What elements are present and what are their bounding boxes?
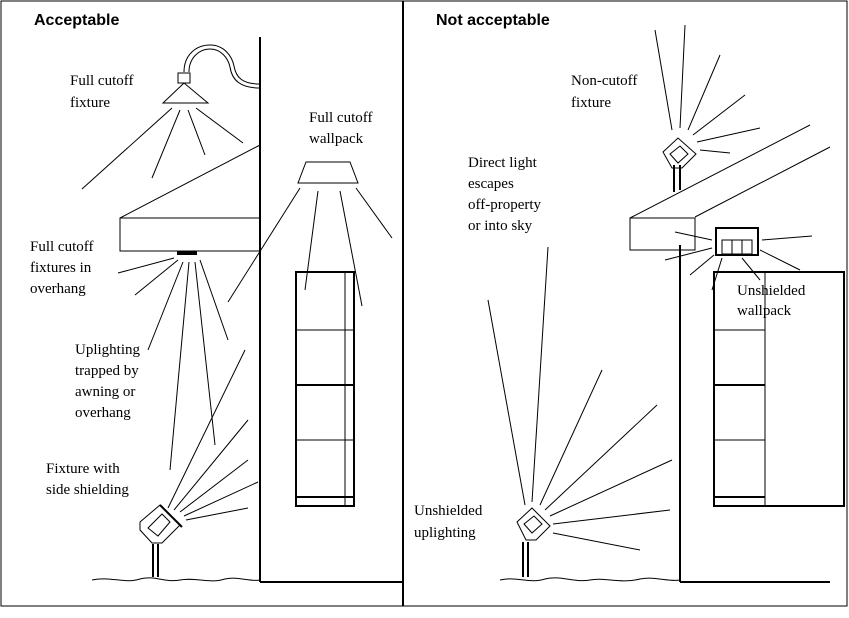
unshielded-wallpack-rays: [664, 231, 813, 291]
full-cutoff-fixture-cap: [177, 72, 191, 84]
left-panel: Acceptable: [30, 12, 403, 583]
left-ground: [91, 577, 261, 582]
full-cutoff-wallpack: [297, 161, 359, 184]
unshielded-wallpack: [715, 227, 759, 256]
side-shielded-fixture: [139, 504, 183, 577]
label-unshielded-uplighting: Unshielded uplighting: [414, 503, 486, 541]
left-building-window: [295, 271, 355, 507]
full-cutoff-fixture-shade: [161, 82, 210, 104]
overhang-fixture-rays: [117, 257, 229, 471]
label-side-shielding: Fixture with side shielding: [46, 461, 129, 498]
right-ground: [499, 577, 681, 582]
label-full-cutoff-fixture: Full cutoff fixture: [70, 73, 137, 111]
overhang-fixture: [177, 251, 197, 255]
gooseneck-arm-inner: [188, 48, 261, 89]
right-roof-bottom: [694, 146, 831, 218]
left-panel-title: Acceptable: [34, 12, 119, 29]
non-cutoff-fixture: [662, 137, 697, 192]
right-panel: Not acceptable: [414, 12, 845, 583]
side-shielded-fixture-rays: [167, 349, 259, 521]
non-cutoff-fixture-rays: [654, 24, 761, 154]
gooseneck-arm: [183, 44, 261, 85]
right-panel-title: Not acceptable: [436, 12, 550, 29]
right-building-window: [713, 271, 845, 507]
wallpack-rays: [227, 187, 393, 307]
label-uplighting-trapped: Uplighting trapped by awning or overhang: [75, 342, 144, 421]
awning-roof: [119, 144, 261, 219]
label-unshielded-wallpack: Unshielded wallpack: [737, 283, 809, 319]
label-full-cutoff-wallpack: Full cutoff wallpack: [309, 110, 376, 147]
label-non-cutoff-fixture: Non-cutoff fixture: [571, 73, 641, 111]
right-overhang: [629, 217, 696, 251]
unshielded-uplighting-rays: [487, 246, 673, 551]
awning-overhang: [119, 217, 261, 252]
unshielded-uplighting-fixture: [516, 507, 551, 577]
right-roof-top: [629, 124, 811, 219]
full-cutoff-fixture-rays: [81, 107, 244, 190]
label-overhang-fixtures: Full cutoff fixtures in overhang: [30, 239, 97, 297]
label-direct-light: Direct light escapes off-property or int…: [468, 155, 545, 234]
